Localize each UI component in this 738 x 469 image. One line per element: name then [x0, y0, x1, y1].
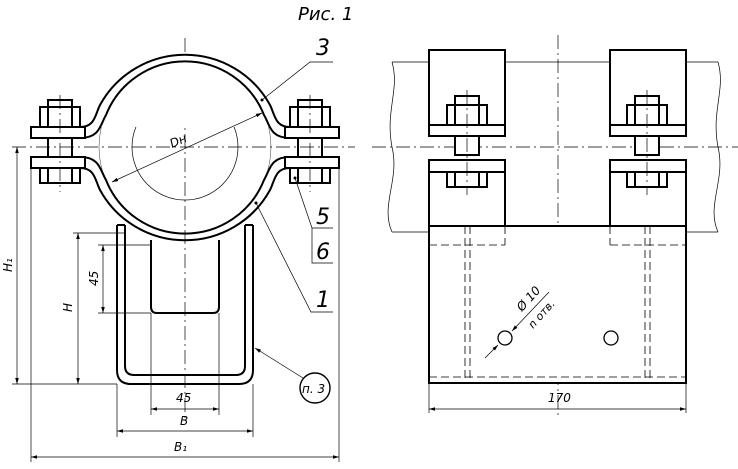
h1-label: H₁	[1, 258, 15, 272]
b-label: B	[180, 414, 188, 428]
dim-45-horizontal-label: 45	[176, 391, 191, 405]
callout-6-leader	[311, 228, 333, 264]
hole-leader	[511, 291, 550, 332]
left-lower-ear	[30, 156, 86, 169]
width-label: 170	[548, 391, 571, 405]
clamp-lower-strap	[79, 156, 291, 242]
left-clamp-ears	[428, 49, 506, 227]
diameter-label: Dн	[168, 131, 189, 151]
right-clamp-ears	[609, 49, 687, 227]
note-circle	[299, 372, 331, 404]
dim-45-vertical-label: 45	[87, 271, 101, 286]
left-upper-ear	[30, 126, 86, 139]
figure-title: Рис. 1	[298, 4, 353, 25]
mounting-hole	[603, 330, 619, 346]
callout-1-leader	[255, 202, 333, 313]
right-upper-ear	[284, 126, 340, 139]
note-ref: п. 3	[302, 382, 325, 396]
hidden-lines	[429, 226, 686, 383]
b1-label: B₁	[174, 440, 187, 454]
u-bracket	[116, 224, 254, 415]
right-lower-ear	[284, 156, 340, 169]
callout-6: 6	[316, 240, 330, 265]
diameter-dimension	[111, 112, 263, 183]
bracket-window	[150, 240, 220, 314]
front-view: Dн H₁ H 45 45 B B₁ 3 5 6 1	[1, 36, 355, 462]
h-label: H	[61, 303, 75, 312]
clamp-upper-strap	[79, 53, 291, 139]
callout-1: 1	[316, 288, 330, 313]
callout-5: 5	[316, 205, 330, 230]
right-bolt	[289, 95, 331, 192]
note-leader	[254, 347, 304, 379]
callout-3: 3	[316, 36, 330, 61]
left-bolt	[39, 95, 81, 192]
callout-3-leader	[261, 61, 333, 101]
base-plate	[428, 225, 687, 384]
mounting-hole	[497, 330, 513, 346]
side-view: Ø 10 n отв. 170	[372, 35, 738, 415]
